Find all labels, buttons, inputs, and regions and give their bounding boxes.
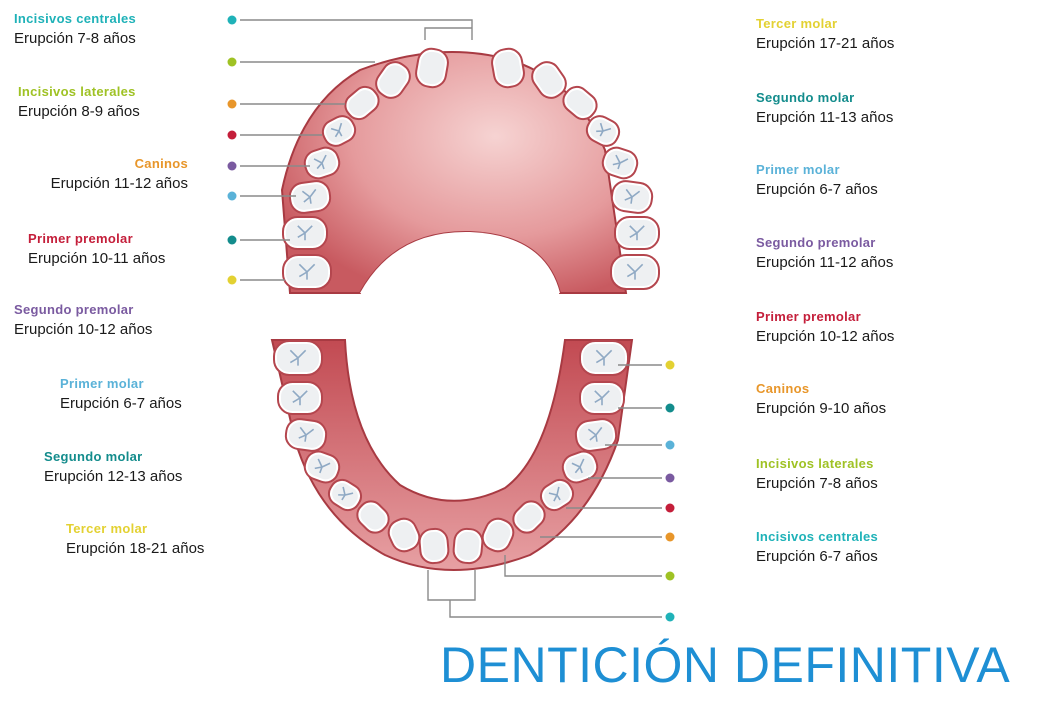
tooth xyxy=(283,217,327,249)
label-left-first-premolar: Primer premolar Erupción 10-11 años xyxy=(28,232,165,267)
eruption-age: Erupción 17-21 años xyxy=(756,35,894,52)
tooth xyxy=(610,179,654,214)
tooth xyxy=(278,382,322,414)
tooth xyxy=(453,528,484,564)
tooth-name: Segundo premolar xyxy=(14,303,152,318)
dot-right-3 xyxy=(666,441,675,450)
dot-left-6 xyxy=(228,192,237,201)
dot-right-4 xyxy=(666,474,675,483)
tooth-name: Primer premolar xyxy=(28,232,165,247)
label-right-second-premolar: Segundo premolar Erupción 11-12 años xyxy=(756,236,893,271)
connector-right-7 xyxy=(505,555,662,576)
upper-arch xyxy=(282,47,659,293)
label-right-lateral-incisors: Incisivos laterales Erupción 7-8 años xyxy=(756,457,878,492)
tooth-name: Caninos xyxy=(18,157,188,172)
label-right-third-molar: Tercer molar Erupción 17-21 años xyxy=(756,17,894,52)
dot-right-8 xyxy=(666,613,675,622)
eruption-age: Erupción 11-12 años xyxy=(18,175,188,192)
label-left-first-molar: Primer molar Erupción 6-7 años xyxy=(60,377,182,412)
label-left-second-premolar: Segundo premolar Erupción 10-12 años xyxy=(14,303,152,338)
tooth xyxy=(419,528,450,564)
eruption-age: Erupción 10-11 años xyxy=(28,250,165,267)
dot-right-1 xyxy=(666,361,675,370)
tooth-name: Primer molar xyxy=(756,163,878,178)
tooth-name: Segundo molar xyxy=(44,450,182,465)
label-right-central-incisors: Incisivos centrales Erupción 6-7 años xyxy=(756,530,878,565)
label-right-canines: Caninos Erupción 9-10 años xyxy=(756,382,886,417)
tooth-name: Incisivos laterales xyxy=(18,85,140,100)
tooth-name: Segundo premolar xyxy=(756,236,893,251)
eruption-age: Erupción 8-9 años xyxy=(18,103,140,120)
label-right-first-premolar: Primer premolar Erupción 10-12 años xyxy=(756,310,894,345)
eruption-age: Erupción 10-12 años xyxy=(14,321,152,338)
eruption-age: Erupción 6-7 años xyxy=(756,181,878,198)
tooth-name: Segundo molar xyxy=(756,91,893,106)
tooth-name: Incisivos centrales xyxy=(756,530,878,545)
lower-arch xyxy=(272,340,632,570)
dot-right-5 xyxy=(666,504,675,513)
dot-left-5 xyxy=(228,162,237,171)
connector-right-8 xyxy=(428,570,662,617)
tooth xyxy=(580,341,628,375)
tooth-name: Caninos xyxy=(756,382,886,397)
dot-left-8 xyxy=(228,276,237,285)
label-left-lateral-incisors: Incisivos laterales Erupción 8-9 años xyxy=(18,85,140,120)
tooth-name: Incisivos laterales xyxy=(756,457,878,472)
label-left-second-molar: Segundo molar Erupción 12-13 años xyxy=(44,450,182,485)
tooth-name: Primer premolar xyxy=(756,310,894,325)
tooth-name: Incisivos centrales xyxy=(14,12,136,27)
eruption-age: Erupción 7-8 años xyxy=(756,475,878,492)
tooth xyxy=(283,255,331,289)
label-left-third-molar: Tercer molar Erupción 18-21 años xyxy=(66,522,204,557)
tooth xyxy=(611,255,659,289)
left-dots xyxy=(228,16,237,285)
dot-left-3 xyxy=(228,100,237,109)
tooth xyxy=(580,382,624,414)
eruption-age: Erupción 6-7 años xyxy=(756,548,878,565)
dot-right-7 xyxy=(666,572,675,581)
dot-left-2 xyxy=(228,58,237,67)
eruption-age: Erupción 9-10 años xyxy=(756,400,886,417)
tooth-name: Tercer molar xyxy=(66,522,204,537)
eruption-age: Erupción 11-12 años xyxy=(756,254,893,271)
dot-right-6 xyxy=(666,533,675,542)
label-right-second-molar: Segundo molar Erupción 11-13 años xyxy=(756,91,893,126)
eruption-age: Erupción 11-13 años xyxy=(756,109,893,126)
page-title: DENTICIÓN DEFINITIVA xyxy=(440,636,1050,694)
tooth-name: Tercer molar xyxy=(756,17,894,32)
eruption-age: Erupción 6-7 años xyxy=(60,395,182,412)
label-left-central-incisors: Incisivos centrales Erupción 7-8 años xyxy=(14,12,136,47)
eruption-age: Erupción 10-12 años xyxy=(756,328,894,345)
dot-left-4 xyxy=(228,131,237,140)
right-dots xyxy=(666,361,675,622)
tooth xyxy=(615,217,659,249)
tooth-name: Primer molar xyxy=(60,377,182,392)
eruption-age: Erupción 12-13 años xyxy=(44,468,182,485)
label-right-first-molar: Primer molar Erupción 6-7 años xyxy=(756,163,878,198)
eruption-age: Erupción 18-21 años xyxy=(66,540,204,557)
dot-left-7 xyxy=(228,236,237,245)
tooth xyxy=(274,341,322,375)
dot-right-2 xyxy=(666,404,675,413)
connector-left-1 xyxy=(240,20,472,40)
label-left-canines: Caninos Erupción 11-12 años xyxy=(18,157,188,192)
dot-left-1 xyxy=(228,16,237,25)
eruption-age: Erupción 7-8 años xyxy=(14,30,136,47)
